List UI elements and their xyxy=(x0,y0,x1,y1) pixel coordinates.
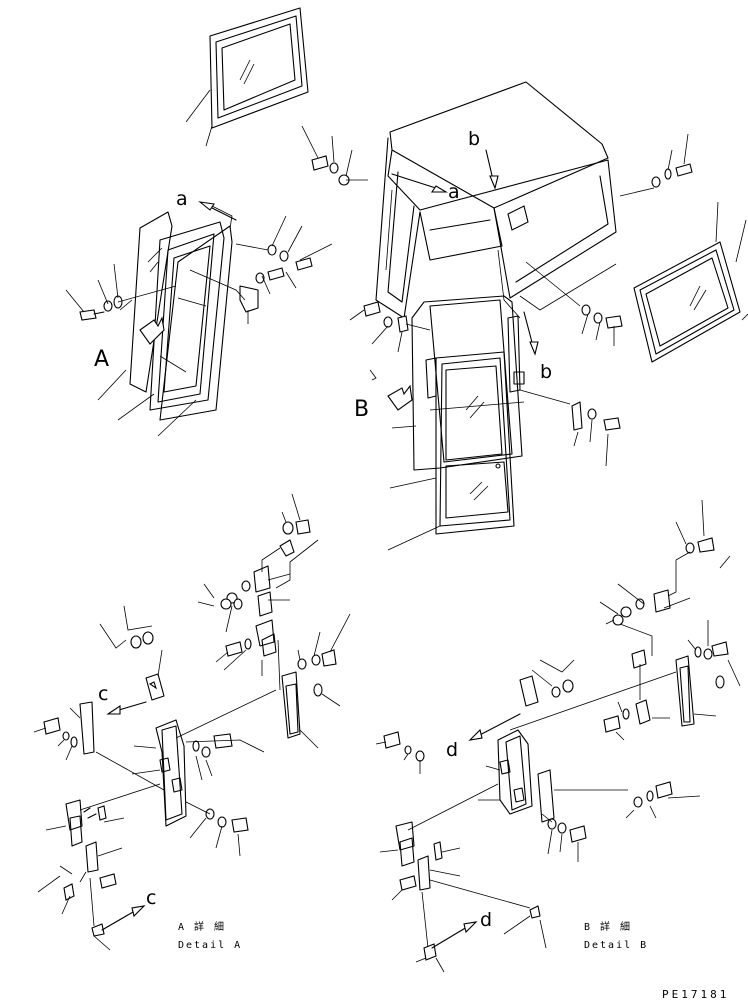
ref-label-a-left: a xyxy=(176,188,188,210)
detail-a-assembly xyxy=(33,493,351,951)
cab-top-left-fasteners xyxy=(301,125,368,186)
detail-b-assembly xyxy=(375,499,741,973)
center-door-hinge-fasteners xyxy=(519,389,621,467)
ref-label-b-right: b xyxy=(540,361,552,383)
cab-top-right-fasteners xyxy=(619,133,693,197)
cab-side-right-fasteners xyxy=(525,261,623,346)
center-door-assembly xyxy=(369,295,525,551)
detail-a-caption-jp: A 詳 細 xyxy=(178,920,226,933)
reference-arrows xyxy=(101,149,539,949)
left-door-hinge-fasteners xyxy=(207,203,333,295)
drawing-code: PE17181 xyxy=(662,988,729,1001)
detail-b-caption-en: Detail B xyxy=(584,940,648,951)
view-label-b: B xyxy=(354,397,369,422)
right-window-pane xyxy=(633,201,748,363)
ref-label-d-lower: d xyxy=(480,909,492,931)
ref-label-b-top: b xyxy=(468,128,480,150)
center-door-top-fasteners xyxy=(349,301,431,353)
operator-cab-body xyxy=(375,81,617,319)
ref-label-a-cab: a xyxy=(448,181,460,203)
view-label-a: A xyxy=(94,347,109,372)
top-left-window-pane xyxy=(185,7,309,147)
ref-label-d-upper: d xyxy=(446,739,458,761)
ref-label-c-lower: c xyxy=(146,887,156,909)
detail-b-caption-jp: B 詳 細 xyxy=(584,920,632,933)
left-door-fasteners xyxy=(65,263,177,321)
ref-label-c-upper: c xyxy=(98,683,108,705)
left-door-assembly xyxy=(97,211,259,437)
detail-a-caption-en: Detail A xyxy=(178,940,242,951)
